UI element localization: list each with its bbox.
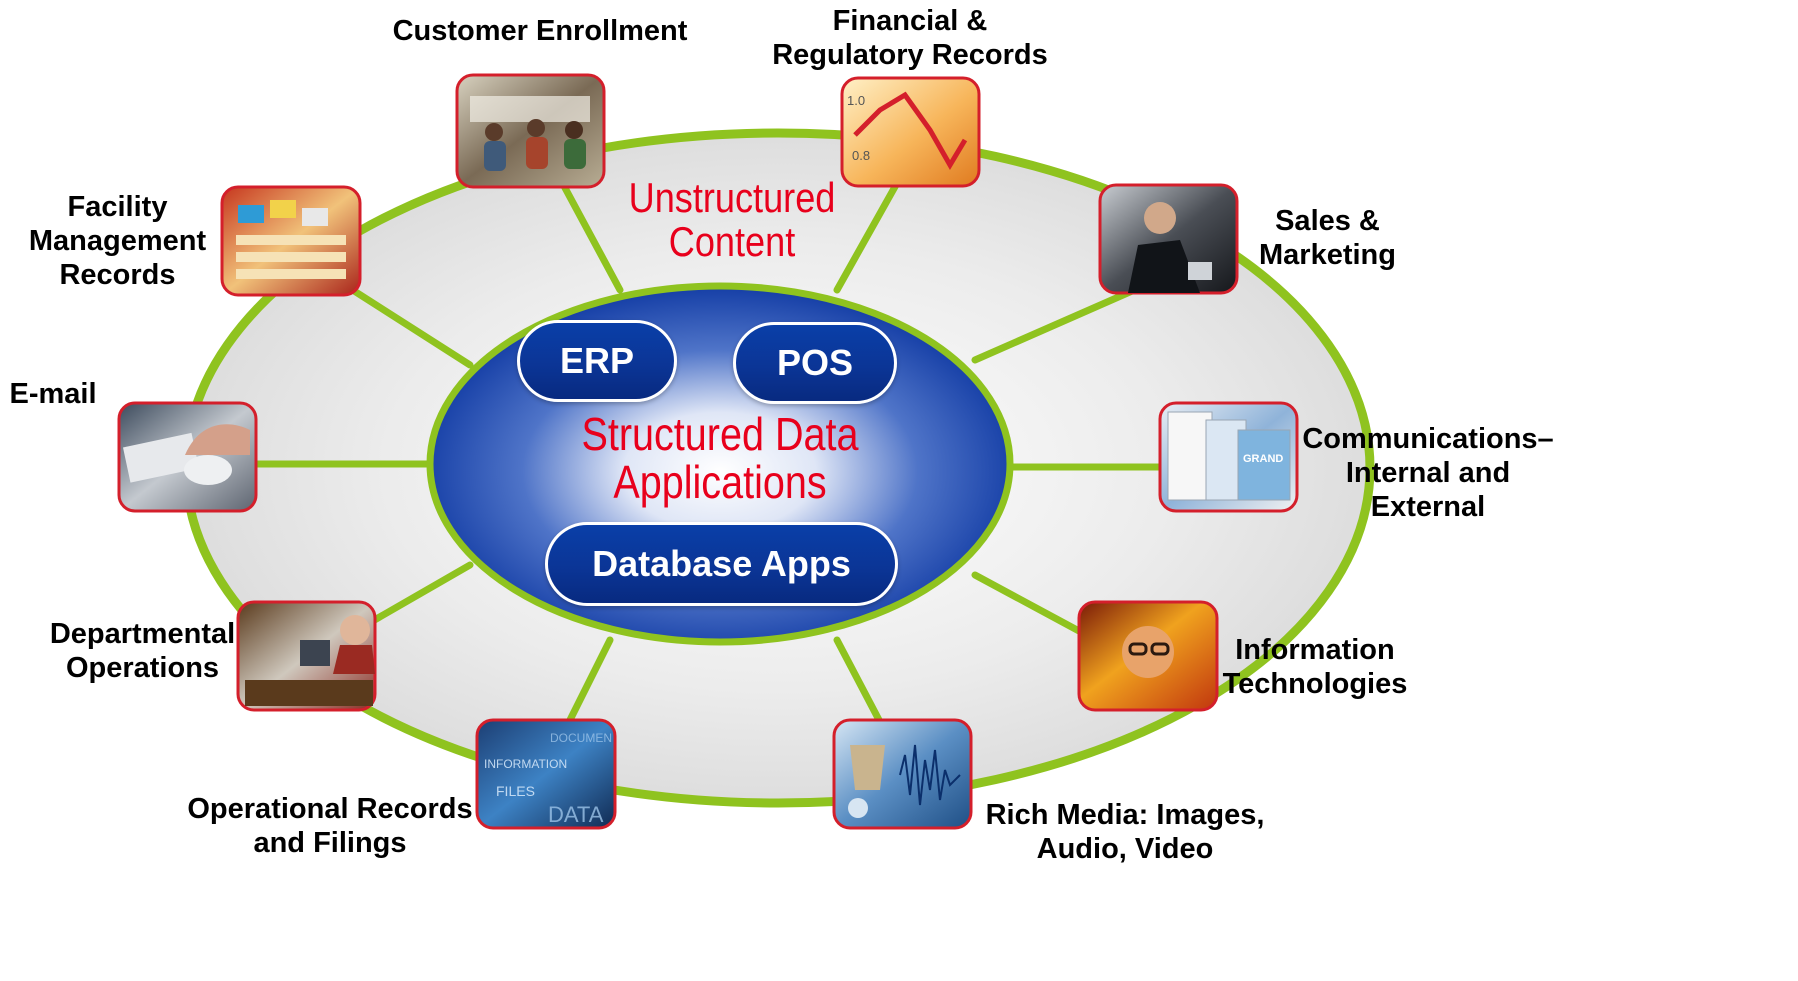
label-financial-regulatory: Financial & Regulatory Records [772,5,1048,71]
erp-app-pill[interactable]: ERP [517,320,677,402]
svg-text:FILES: FILES [496,783,535,799]
photo-facility-management [220,185,362,297]
database-apps-pill[interactable]: Database Apps [545,522,898,606]
label-customer-enrollment: Customer Enrollment [392,15,688,47]
structured-title-line-1: Structured Data [581,408,859,460]
photo-rich-media [832,718,973,830]
svg-text:DATA: DATA [548,802,604,827]
label-departmental-operations: Departmental Operations [49,618,236,684]
svg-text:GRAND: GRAND [1243,453,1283,465]
pos-label: POS [776,342,854,383]
label-rich-media: Rich Media: Images, Audio, Video [985,799,1265,865]
photo-customer-enrollment [455,73,606,189]
label-facility-management: Facility Management Records [28,191,207,291]
label-operational-records: Operational Records and Filings [187,793,473,859]
label-email: E-mail [9,378,97,410]
svg-text:1.0: 1.0 [847,93,865,108]
photo-communications: GRAND [1158,401,1299,513]
photo-financial-regulatory: 1.0 0.8 [840,76,981,188]
unstructured-content-title: Unstructured Content [618,176,845,264]
photo-operational-records: INFORMATION FILES DATA DOCUMEN [475,718,617,830]
photo-sales-marketing [1098,183,1239,295]
svg-text:DOCUMEN: DOCUMEN [550,731,612,745]
svg-text:INFORMATION: INFORMATION [484,757,567,771]
unstructured-title-line-2: Content [668,218,796,265]
photo-information-technologies [1077,600,1219,712]
pos-app-pill[interactable]: POS [733,322,897,404]
structured-title-line-2: Applications [613,456,827,508]
label-communications: Communications– Internal and External [1302,423,1554,523]
label-information-technologies: Information Technologies [1222,634,1408,700]
photo-email [117,401,258,513]
erp-label: ERP [559,340,635,381]
label-sales-marketing: Sales & Marketing [1259,205,1396,271]
svg-text:0.8: 0.8 [852,148,870,163]
photo-departmental-operations [236,600,377,712]
unstructured-title-line-1: Unstructured [628,174,836,221]
database-apps-label: Database Apps [592,543,851,584]
structured-data-title: Structured Data Applications [557,410,884,506]
